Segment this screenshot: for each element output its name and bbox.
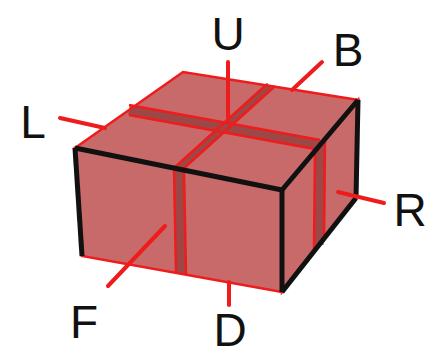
sticker-outlines	[75, 72, 358, 292]
face-label: B	[333, 27, 364, 73]
front-face	[75, 148, 282, 292]
face-label: U	[211, 11, 244, 57]
cube-edges	[75, 100, 358, 292]
face-label: L	[20, 99, 46, 145]
leader-lines	[60, 62, 384, 305]
face-label: R	[393, 187, 426, 233]
face-label: D	[213, 307, 246, 353]
face-label: F	[70, 299, 98, 345]
